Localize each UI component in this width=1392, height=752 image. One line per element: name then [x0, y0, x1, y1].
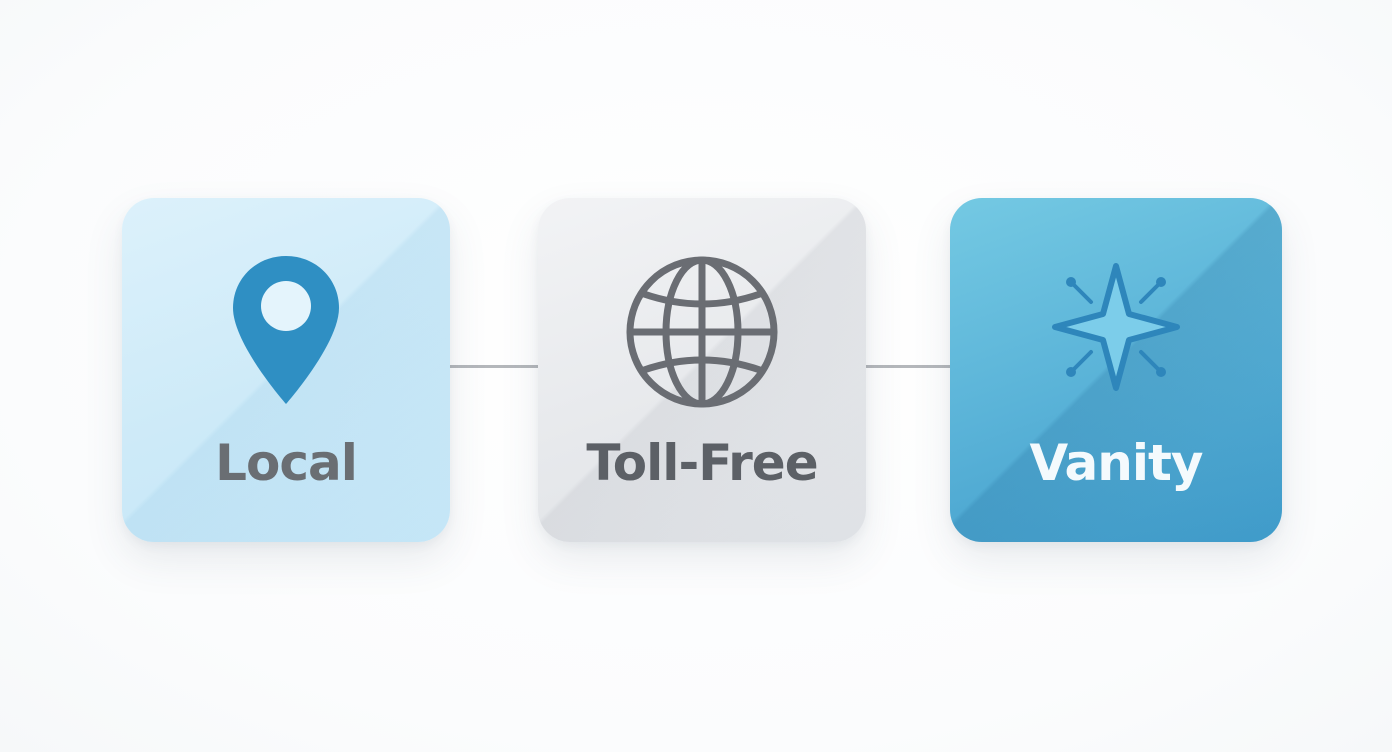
card-label: Local [215, 434, 358, 492]
map-pin-icon [229, 252, 343, 408]
card-label: Toll-Free [586, 434, 818, 492]
card-toll-free[interactable]: Toll-Free [538, 198, 866, 542]
card-label: Vanity [1029, 434, 1204, 492]
globe-icon [624, 254, 780, 410]
connector-local-tollfree [448, 365, 540, 368]
card-local[interactable]: Local [122, 198, 450, 542]
card-vanity[interactable]: Vanity [950, 198, 1282, 542]
sparkle-star-icon [1051, 262, 1181, 392]
connector-tollfree-vanity [864, 365, 952, 368]
